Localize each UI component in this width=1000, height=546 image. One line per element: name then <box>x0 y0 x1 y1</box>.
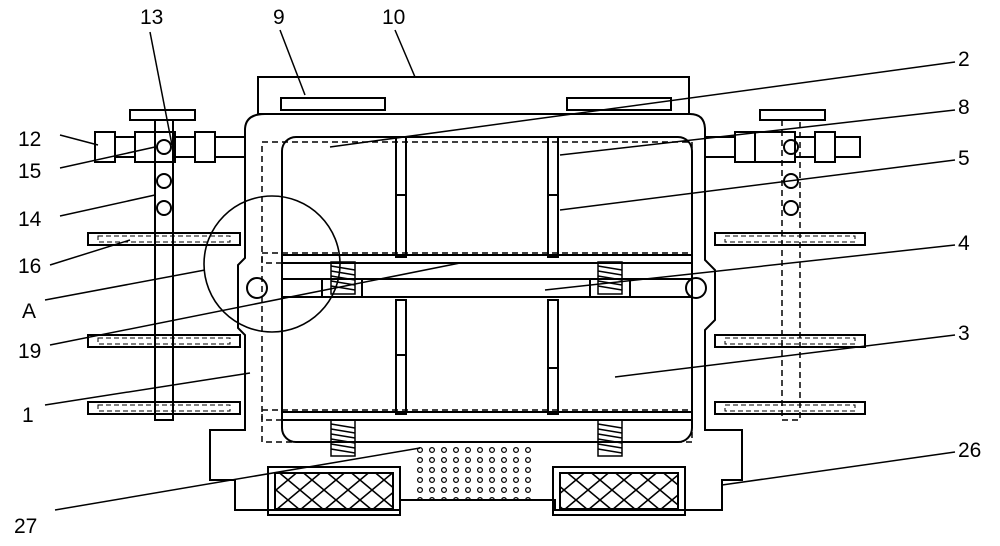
leader-lines <box>44 29 956 511</box>
label-16: 16 <box>18 255 41 278</box>
vent-holes <box>415 446 535 501</box>
right-pin <box>685 277 707 299</box>
label-15: 15 <box>18 160 41 183</box>
label-26: 26 <box>958 439 981 462</box>
top-cover <box>257 76 690 115</box>
drawing-lines <box>44 29 956 516</box>
left-assembly <box>87 109 246 421</box>
label-9: 9 <box>273 6 285 29</box>
label-4: 4 <box>958 232 970 255</box>
label-13: 13 <box>140 6 163 29</box>
label-19: 19 <box>18 340 41 363</box>
label-2: 2 <box>958 48 970 71</box>
label-5: 5 <box>958 147 970 170</box>
label-a: A <box>22 300 36 323</box>
label-10: 10 <box>382 6 405 29</box>
detail-circle-a <box>203 195 341 333</box>
vertical-posts <box>395 136 559 415</box>
label-14: 14 <box>18 208 42 231</box>
label-3: 3 <box>958 322 970 345</box>
label-12: 12 <box>18 128 41 151</box>
reference-labels: 13 9 10 2 12 8 15 5 14 4 16 A 3 19 1 26 … <box>14 6 981 538</box>
feet <box>267 466 686 516</box>
label-8: 8 <box>958 96 970 119</box>
label-27: 27 <box>14 515 37 538</box>
left-pin <box>246 277 268 299</box>
springs <box>330 261 623 457</box>
right-assembly <box>704 109 866 421</box>
label-1: 1 <box>22 404 34 427</box>
shelves <box>261 252 693 421</box>
